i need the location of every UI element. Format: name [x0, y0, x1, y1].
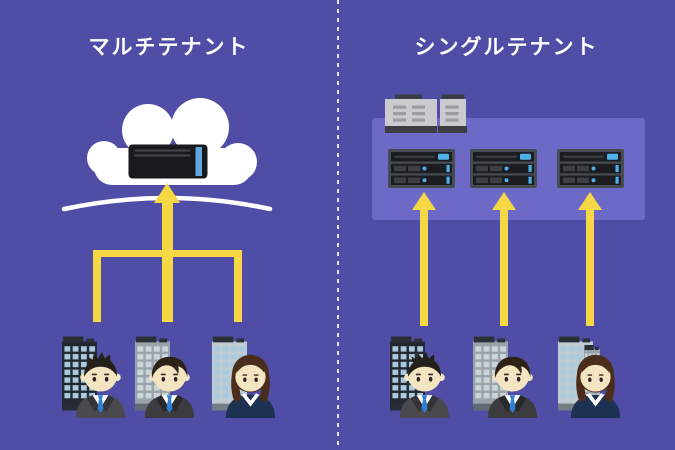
arrow-center-shaft [161, 202, 173, 322]
arrow-crossbar [93, 250, 242, 257]
arrow-shaft [500, 208, 508, 326]
tenant-group [386, 335, 466, 421]
single-tenant-title: シングルテナント [414, 36, 599, 59]
businesswoman-icon [567, 350, 624, 418]
arrow-shaft [586, 208, 594, 326]
arrow-left-branch [93, 250, 101, 322]
businessman-swoosh-hair-icon [141, 356, 198, 418]
arrow-head-icon [153, 183, 180, 203]
tenant-group [58, 335, 138, 421]
businessman-spiky-hair-icon [72, 351, 129, 418]
arrow-head-icon [491, 192, 516, 210]
tenant-group [554, 335, 634, 421]
tenant-group [208, 335, 288, 421]
arrow-head-icon [411, 192, 436, 210]
datacenter-building-icon [385, 94, 467, 133]
multi-tenant-title: マルチテナント [88, 36, 250, 59]
tenant-group [131, 335, 211, 421]
server-rack-icon [388, 149, 455, 188]
dashed-divider-line [337, 0, 339, 450]
cloud-server-icon [61, 98, 273, 212]
arrow-head-icon [577, 192, 602, 210]
tenant-group [469, 335, 549, 421]
businesswoman-icon [222, 350, 279, 418]
arrow-right-branch [234, 250, 242, 322]
arrow-shaft [420, 208, 428, 326]
server-rack-icon [557, 149, 624, 188]
server-rack-icon [470, 149, 537, 188]
businessman-swoosh-hair-icon [484, 356, 541, 418]
businessman-spiky-hair-icon [396, 351, 453, 418]
